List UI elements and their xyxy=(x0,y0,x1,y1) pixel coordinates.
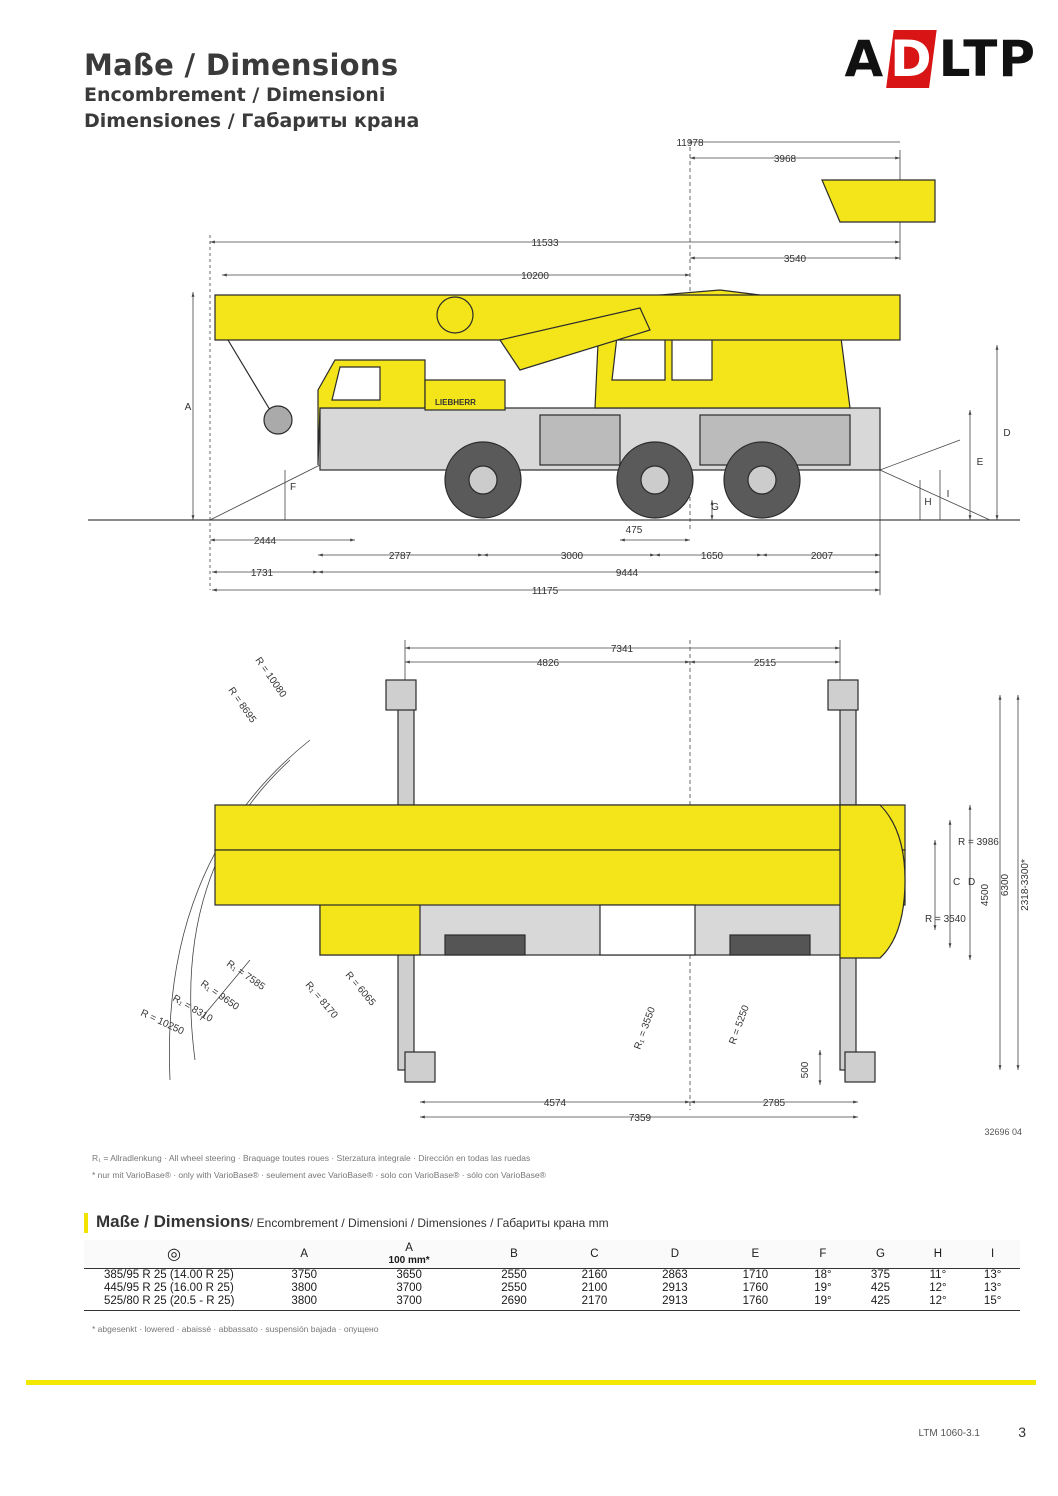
dim-11978: 11978 xyxy=(676,138,704,149)
radius-3540: R = 3540 xyxy=(925,914,966,925)
dim-2515: 2515 xyxy=(754,658,777,669)
col-F: F xyxy=(795,1240,851,1269)
title-block: Maße / Dimensions Encombrement / Dimensi… xyxy=(84,48,419,134)
dim-6300: 6300 xyxy=(1000,873,1011,896)
radius-6065: R = 6065 xyxy=(343,970,378,1009)
dim-9444: 9444 xyxy=(616,568,639,579)
radius-3986: R = 3986 xyxy=(958,837,999,848)
col-H: H xyxy=(910,1240,966,1269)
dim-2785: 2785 xyxy=(763,1098,786,1109)
dim-3000: 3000 xyxy=(561,551,584,562)
radius-10250: R = 10250 xyxy=(139,1008,186,1038)
col-D: D xyxy=(634,1240,716,1269)
col-B: B xyxy=(473,1240,555,1269)
radius-7585: R₁ = 7585 xyxy=(224,958,267,993)
col-G: G xyxy=(850,1240,911,1269)
label-D-top: D xyxy=(968,877,975,888)
dim-500: 500 xyxy=(800,1061,811,1078)
radius-5250: R = 5250 xyxy=(727,1003,751,1046)
dim-3968: 3968 xyxy=(774,154,797,165)
label-D: D xyxy=(1003,428,1010,439)
col-E: E xyxy=(715,1240,796,1269)
dim-1731: 1731 xyxy=(251,568,274,579)
radius-10080: R = 10080 xyxy=(253,655,289,700)
col-A: A xyxy=(264,1240,345,1269)
page-number: 3 xyxy=(1018,1424,1026,1440)
dim-4826: 4826 xyxy=(537,658,560,669)
heading-bar xyxy=(84,1212,88,1233)
model-reference: LTM 1060-3.1 xyxy=(918,1428,980,1439)
label-I: I xyxy=(947,489,950,500)
col-I: I xyxy=(965,1240,1020,1269)
dim-2007: 2007 xyxy=(811,551,834,562)
brand-label: LIEBHERR xyxy=(435,398,476,407)
label-F: F xyxy=(290,482,296,493)
dim-7341: 7341 xyxy=(611,644,634,655)
page-title: Maße / Dimensions xyxy=(84,48,399,82)
drawing-number: 32696 04 xyxy=(984,1127,1022,1137)
crane-side-view: LIEBHERR 11978 3968 11533 10200 3540 244… xyxy=(88,138,1020,597)
dim-475: 475 xyxy=(626,525,643,536)
col-C: C xyxy=(554,1240,635,1269)
dim-2444: 2444 xyxy=(254,536,277,547)
dim-2318: 2318-3300* xyxy=(1020,859,1031,911)
footer-divider xyxy=(26,1380,1036,1385)
dim-4500: 4500 xyxy=(980,883,991,906)
dim-3540: 3540 xyxy=(784,254,807,265)
dim-11175: 11175 xyxy=(532,586,559,597)
table-footnote: * abgesenkt · lowered · abaissé · abbass… xyxy=(92,1324,379,1334)
radius-8170: R₁ = 8170 xyxy=(303,980,340,1021)
dim-4574: 4574 xyxy=(544,1098,567,1109)
dim-11533: 11533 xyxy=(531,238,559,249)
radius-8310: R₁ = 8310 xyxy=(171,993,215,1025)
dim-10200: 10200 xyxy=(521,271,549,282)
radius-3550: R₁ = 3550 xyxy=(632,1005,658,1051)
label-A: A xyxy=(185,402,192,413)
legend-line-2: * nur mit VarioBase® · only with VarioBa… xyxy=(92,1170,546,1180)
crane-top-view: 7341 4826 2515 4574 2785 7359 R = 10080 … xyxy=(139,640,1031,1124)
label-G: G xyxy=(711,502,719,513)
dim-2787: 2787 xyxy=(389,551,412,562)
label-E: E xyxy=(977,457,984,468)
dim-1650: 1650 xyxy=(701,551,724,562)
radius-8695: R = 8695 xyxy=(226,685,259,725)
legend-line-1: R₁ = Allradlenkung · All wheel steering … xyxy=(92,1153,531,1163)
dim-7359: 7359 xyxy=(629,1113,652,1124)
tyre-icon: ◎ xyxy=(84,1240,264,1269)
page-subtitle-1: Encombrement / Dimensioni xyxy=(84,84,386,106)
page-subtitle-2: Dimensiones / Габариты крана xyxy=(84,110,420,132)
table-heading: Maße / Dimensions/ Encombrement / Dimens… xyxy=(84,1212,609,1233)
radius-9650: R₁ = 9650 xyxy=(198,978,241,1013)
label-C-top: C xyxy=(953,877,960,888)
label-H: H xyxy=(924,497,931,508)
